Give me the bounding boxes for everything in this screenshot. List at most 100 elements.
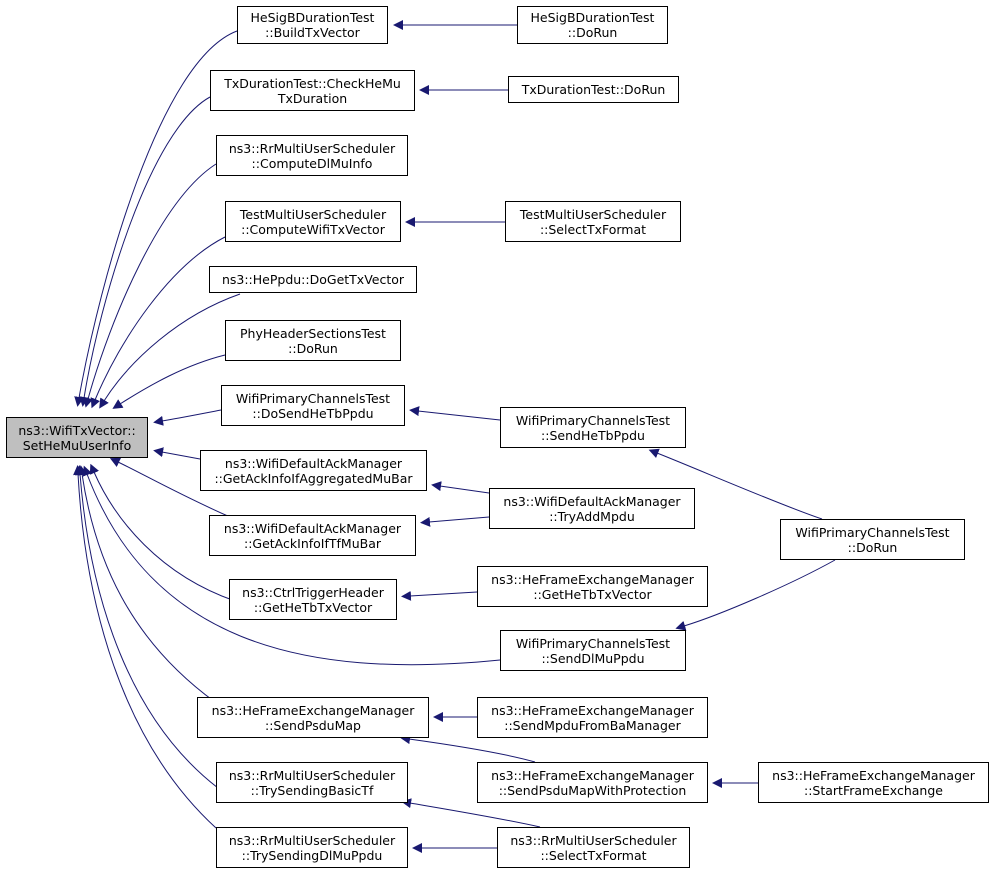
node-tmus-compute[interactable]: TestMultiUserScheduler::ComputeWifiTxVec… xyxy=(225,201,401,242)
node-hefem-start[interactable]: ns3::HeFrameExchangeManager::StartFrameE… xyxy=(758,762,989,803)
node-label-line: ::DoSendHeTbPpdu xyxy=(252,405,374,421)
node-rr-trybasic[interactable]: ns3::RrMultiUserScheduler::TrySendingBas… xyxy=(216,762,408,803)
node-label-line: ::GetAckInfoIfTfMuBar xyxy=(243,535,381,551)
node-txdur-dorun[interactable]: TxDurationTest::DoRun xyxy=(508,76,679,103)
node-hefem-sendmpdu[interactable]: ns3::HeFrameExchangeManager::SendMpduFro… xyxy=(477,697,708,738)
node-label-line: HeSigBDurationTest xyxy=(250,10,375,25)
edge-phyheader-to-root xyxy=(112,354,226,409)
node-label-line: ::BuildTxVector xyxy=(265,25,360,40)
node-label-line: HeSigBDurationTest xyxy=(530,10,655,25)
node-label-line: WifiPrimaryChannelsTest xyxy=(515,635,671,651)
node-label-line: ns3::HeFrameExchangeManager xyxy=(772,767,975,783)
node-wpc-senddlmu[interactable]: WifiPrimaryChannelsTest::SendDlMuPpdu xyxy=(500,630,686,671)
node-tmus-select[interactable]: TestMultiUserScheduler::SelectTxFormat xyxy=(505,201,681,242)
node-label-line: ::SendDlMuPpdu xyxy=(541,650,645,666)
node-hesig-dorun[interactable]: HeSigBDurationTest::DoRun xyxy=(517,6,668,44)
node-root: ns3::WifiTxVector::SetHeMuUserInfo xyxy=(6,417,148,458)
edge-wdam_getagg-to-root xyxy=(153,447,201,460)
node-label-line: ::TryAddMpdu xyxy=(549,508,635,524)
node-label-line: ::DoRun xyxy=(847,539,898,555)
node-heppdu[interactable]: ns3::HePpdu::DoGetTxVector xyxy=(209,266,417,293)
node-label-line: ns3::CtrlTriggerHeader xyxy=(242,584,384,600)
node-wdam-getagg[interactable]: ns3::WifiDefaultAckManager::GetAckInfoIf… xyxy=(200,450,427,491)
node-wdam-gettf[interactable]: ns3::WifiDefaultAckManager::GetAckInfoIf… xyxy=(209,515,416,556)
node-label-line: ns3::WifiDefaultAckManager xyxy=(224,455,403,471)
node-phyheader[interactable]: PhyHeaderSectionsTest::DoRun xyxy=(225,320,401,361)
node-hesig-build[interactable]: HeSigBDurationTest::BuildTxVector xyxy=(237,6,388,44)
edge-wpc_dosend-to-root xyxy=(153,409,222,426)
edge-wpc_dorun-to-wpc_sendhetb xyxy=(648,448,823,520)
node-label-line: ::SelectTxFormat xyxy=(539,221,647,237)
node-rr-compute[interactable]: ns3::RrMultiUserScheduler::ComputeDlMuIn… xyxy=(216,135,408,176)
edge-rr_trydlmu-to-root xyxy=(73,465,217,829)
node-label-line: ns3::WifiDefaultAckManager xyxy=(223,520,402,536)
node-label-line: ns3::HeFrameExchangeManager xyxy=(491,571,694,587)
node-label-line: SetHeMuUserInfo xyxy=(22,437,132,453)
edge-wdam_gettf-to-root xyxy=(109,457,231,518)
node-ctrl-trigger[interactable]: ns3::CtrlTriggerHeader::GetHeTbTxVector xyxy=(229,579,397,620)
node-hefem-sendpsdumap[interactable]: ns3::HeFrameExchangeManager::SendPsduMap xyxy=(197,697,429,738)
node-label-line: ns3::HePpdu::DoGetTxVector xyxy=(221,272,405,287)
node-label-line: ::DoRun xyxy=(567,25,618,40)
node-label-line: ::ComputeDlMuInfo xyxy=(251,155,373,171)
node-label-line: WifiPrimaryChannelsTest xyxy=(515,412,671,428)
node-label-line: ns3::RrMultiUserScheduler xyxy=(228,767,396,783)
edge-wdam_tryadd-to-wdam_gettf xyxy=(420,516,490,527)
node-label-line: ns3::HeFrameExchangeManager xyxy=(491,702,694,718)
edge-wpc_sendhetb-to-wpc_dosend xyxy=(409,406,501,421)
node-label-line: PhyHeaderSectionsTest xyxy=(240,325,386,341)
node-label-line: TestMultiUserScheduler xyxy=(519,206,667,222)
edge-rr_trybasic-to-root xyxy=(75,465,219,789)
node-label-line: ::SendPsduMap xyxy=(265,717,361,733)
node-label-line: ::GetHeTbTxVector xyxy=(533,586,652,602)
node-label-line: TxDurationTest::DoRun xyxy=(521,82,666,97)
edge-txdur_check-to-root xyxy=(79,96,211,407)
node-label-line: ::GetAckInfoIfAggregatedMuBar xyxy=(214,470,413,486)
node-hefem-sendprot[interactable]: ns3::HeFrameExchangeManager::SendPsduMap… xyxy=(477,762,708,803)
node-label-line: ns3::RrMultiUserScheduler xyxy=(228,832,396,848)
edge-hefem_sendprot-to-hefem_sendpsdumap xyxy=(400,734,536,763)
edge-hefem_sendpsdumap-to-root xyxy=(77,465,216,703)
node-wpc-sendhetb[interactable]: WifiPrimaryChannelsTest::SendHeTbPpdu xyxy=(500,407,686,448)
node-label-line: ::StartFrameExchange xyxy=(804,782,943,798)
edge-wpc_senddlmu-to-root xyxy=(82,465,501,666)
edge-rr_compute-to-root xyxy=(83,163,217,408)
node-label-line: WifiPrimaryChannelsTest xyxy=(235,390,391,406)
node-wpc-dosend[interactable]: WifiPrimaryChannelsTest::DoSendHeTbPpdu xyxy=(221,385,405,426)
edge-hefem_gethetb-to-ctrl_trigger xyxy=(401,590,478,601)
node-label-line: TxDurationTest::CheckHeMu xyxy=(224,75,401,91)
node-label-line: ::TrySendingDlMuPpdu xyxy=(241,847,383,863)
edge-rr_select-to-rr_trybasic xyxy=(401,798,541,828)
node-hefem-gethetb[interactable]: ns3::HeFrameExchangeManager::GetHeTbTxVe… xyxy=(477,566,708,607)
node-wdam-tryadd[interactable]: ns3::WifiDefaultAckManager::TryAddMpdu xyxy=(489,488,695,529)
node-label-line: ns3::RrMultiUserScheduler xyxy=(510,832,677,848)
edge-wdam_tryadd-to-wdam_getagg xyxy=(431,481,490,494)
node-rr-select[interactable]: ns3::RrMultiUserScheduler::SelectTxForma… xyxy=(497,827,690,868)
node-label-line: ::DoRun xyxy=(288,340,338,356)
node-label-line: ns3::RrMultiUserScheduler xyxy=(228,140,396,156)
node-label-line: ns3::HeFrameExchangeManager xyxy=(211,702,415,718)
node-label-line: ::SelectTxFormat xyxy=(540,847,647,863)
node-label-line: ::SendMpduFromBaManager xyxy=(504,717,681,733)
node-label-line: ::SendHeTbPpdu xyxy=(541,427,645,443)
node-label-line: ::ComputeWifiTxVector xyxy=(241,221,385,237)
edge-hesig_build-to-root xyxy=(74,30,238,407)
node-label-line: ::SendPsduMapWithProtection xyxy=(498,782,687,798)
node-label-line: WifiPrimaryChannelsTest xyxy=(795,524,950,540)
node-label-line: TxDuration xyxy=(277,90,348,106)
node-label-line: ns3::WifiTxVector:: xyxy=(18,422,136,438)
node-label-line: TestMultiUserScheduler xyxy=(239,206,387,222)
edge-heppdu-to-root xyxy=(99,293,241,409)
node-wpc-dorun[interactable]: WifiPrimaryChannelsTest::DoRun xyxy=(780,519,965,560)
node-label-line: ns3::HeFrameExchangeManager xyxy=(491,767,694,783)
node-label-line: ::TrySendingBasicTf xyxy=(250,782,374,798)
edge-tmus_compute-to-root xyxy=(90,236,226,409)
node-label-line: ns3::WifiDefaultAckManager xyxy=(503,493,681,509)
node-label-line: ::GetHeTbTxVector xyxy=(253,599,373,615)
edge-wpc_dorun-to-wpc_senddlmu xyxy=(675,559,836,631)
edge-ctrl_trigger-to-root xyxy=(89,463,236,602)
node-rr-trydlmu[interactable]: ns3::RrMultiUserScheduler::TrySendingDlM… xyxy=(216,827,408,868)
